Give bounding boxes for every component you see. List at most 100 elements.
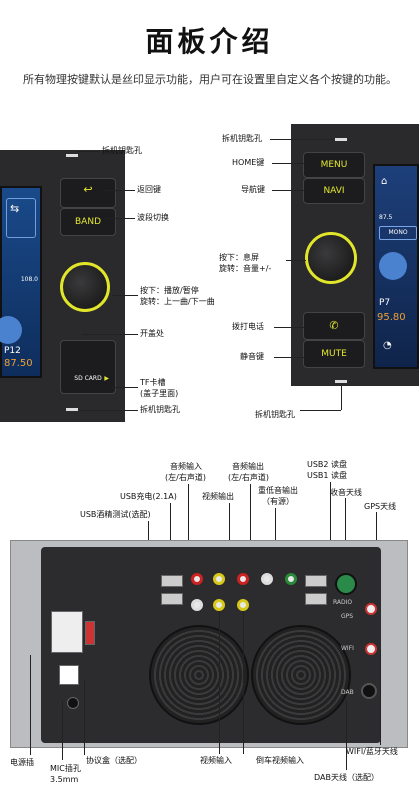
play-knob[interactable] [60,262,110,312]
dab-antenna-jack[interactable] [361,683,377,699]
call-button[interactable]: ✆ [303,312,365,340]
page-subtitle: 所有物理按键默认是丝印显示功能，用户可在设置里自定义各个按键的功能。 [23,73,397,86]
subwoofer-jack[interactable] [285,573,297,585]
silk-gps: GPS [341,613,354,620]
protocol-connector[interactable] [59,665,79,685]
left-key-hole-top [66,154,78,157]
right-screen-preset: P7 [379,298,391,308]
audio-out-left[interactable] [261,573,273,585]
left-screen-widget [6,198,36,238]
label-audio-out-channels: (左/右声道) [228,473,269,482]
label-key-hole-top-right: 拆机钥匙孔 [222,134,262,143]
silk-dab: DAB [341,689,354,696]
audio-in-left[interactable] [191,599,203,611]
label-video-out: 视频输出 [202,492,234,501]
label-key-hole-bottom-right: 拆机钥匙孔 [255,410,295,419]
mute-label: MUTE [321,349,347,359]
volume-knob[interactable] [305,232,357,284]
left-screen-value: 87.50 [4,358,33,369]
label-usb2-drive: USB2 读盘 [307,460,348,469]
video-in-jack[interactable] [213,599,225,611]
label-subwoofer: 重低音输出 [258,486,298,495]
label-press-play: 按下：播放/暂停 [140,286,199,295]
label-power: 电源插 [10,758,34,767]
right-key-hole-bottom [335,380,347,383]
label-band-switch: 波段切换 [137,213,169,222]
back-panel: RADIO GPS WIFI DAB [10,540,408,748]
mono-button[interactable]: MONO [379,226,417,240]
signal-icon: ◔ [383,340,392,351]
band-label: BAND [75,217,101,227]
usb-charge-port[interactable] [161,575,183,587]
left-panel: ⇆ 108.0 P12 87.50 ↩ BAND SD CARD ▶ [0,150,125,422]
usb1-port[interactable] [305,593,327,605]
band-button[interactable]: BAND [60,208,116,236]
usb-breath-port[interactable] [161,593,183,605]
left-screen-play-icon [0,316,22,344]
label-usb-charge: USB充电(2.1A) [120,492,177,501]
left-screen-freq: 108.0 [20,276,38,283]
rewind-icon [379,252,407,280]
fuse-icon [85,621,95,645]
video-out-jack[interactable] [213,573,225,585]
label-subwoofer-active: （有源） [262,497,294,506]
label-press-screen-off: 按下：息屏 [219,253,259,262]
gps-antenna-jack[interactable] [365,603,377,615]
sd-card-label: SD CARD [74,375,102,382]
label-audio-in: 音频输入 [170,462,202,471]
power-connector[interactable] [51,611,83,653]
radio-antenna-jack[interactable] [335,573,357,595]
fan-right [251,625,351,725]
label-reverse-video: 倒车视频输入 [256,756,304,765]
label-tf-slot: TF卡槽 [140,378,166,387]
back-button[interactable]: ↩ [60,178,116,208]
menu-label: MENU [320,160,348,170]
label-radio-antenna: 收音天线 [330,488,362,497]
page-title: 面板介绍 [145,25,274,58]
label-mic: MIC插孔 [50,764,81,773]
label-nav-key: 导航键 [241,185,265,194]
fan-left [149,625,249,725]
navi-label: NAVI [323,186,345,196]
reverse-video-jack[interactable] [237,599,249,611]
left-screen-icon: ⇆ [10,202,20,215]
label-usb-breath: USB酒精测试(选配) [80,510,151,519]
audio-out-right[interactable] [237,573,249,585]
right-screen-value: 95.80 [377,312,406,323]
label-mute-key: 静音键 [240,352,264,361]
home-icon: ⌂ [381,176,388,187]
mic-jack[interactable] [67,697,79,709]
menu-button[interactable]: MENU [303,152,365,178]
sd-card-cover[interactable]: SD CARD ▶ [60,340,116,394]
silk-wifi: WIFI [341,645,354,652]
label-protocol-box: 协议盒（选配） [86,756,142,765]
label-key-hole-bottom-left: 拆机钥匙孔 [140,405,180,414]
label-home-key: HOME键 [232,158,265,167]
silk-radio: RADIO [333,599,353,606]
mute-button[interactable]: MUTE [303,340,365,368]
wifi-antenna-jack[interactable] [365,643,377,655]
label-call-key: 拨打电话 [232,322,264,331]
label-dab: DAB天线（选配） [314,773,379,782]
phone-icon: ✆ [329,319,339,332]
left-screen-preset: P12 [4,346,21,356]
label-cover-open: 开盖处 [140,329,164,338]
label-wifi-bt: WIFI/蓝牙天线 [346,747,398,756]
navi-button[interactable]: NAVI [303,178,365,204]
right-screen-freq: 87.5 [379,214,393,221]
left-key-hole-bottom [66,408,78,411]
label-video-in: 视频输入 [200,756,232,765]
right-panel: MENU NAVI ✆ MUTE ⌂ 87.5 MONO P7 95.80 ◔ [291,124,419,386]
label-rotate-volume: 旋转：音量+/- [219,264,272,273]
label-key-hole-top-left: 拆机钥匙孔 [102,146,142,155]
audio-in-right[interactable] [191,573,203,585]
usb2-port[interactable] [305,575,327,587]
label-back-key: 返回键 [137,185,161,194]
label-gps-antenna: GPS天线 [364,502,397,511]
back-panel-body: RADIO GPS WIFI DAB [41,547,381,743]
right-screen: ⌂ 87.5 MONO P7 95.80 ◔ [373,164,419,369]
label-usb1-drive: USB1 读盘 [307,471,348,480]
right-key-hole-top [335,138,347,141]
label-audio-in-channels: (左/右声道) [165,473,206,482]
label-mic-size: 3.5mm [50,775,79,784]
